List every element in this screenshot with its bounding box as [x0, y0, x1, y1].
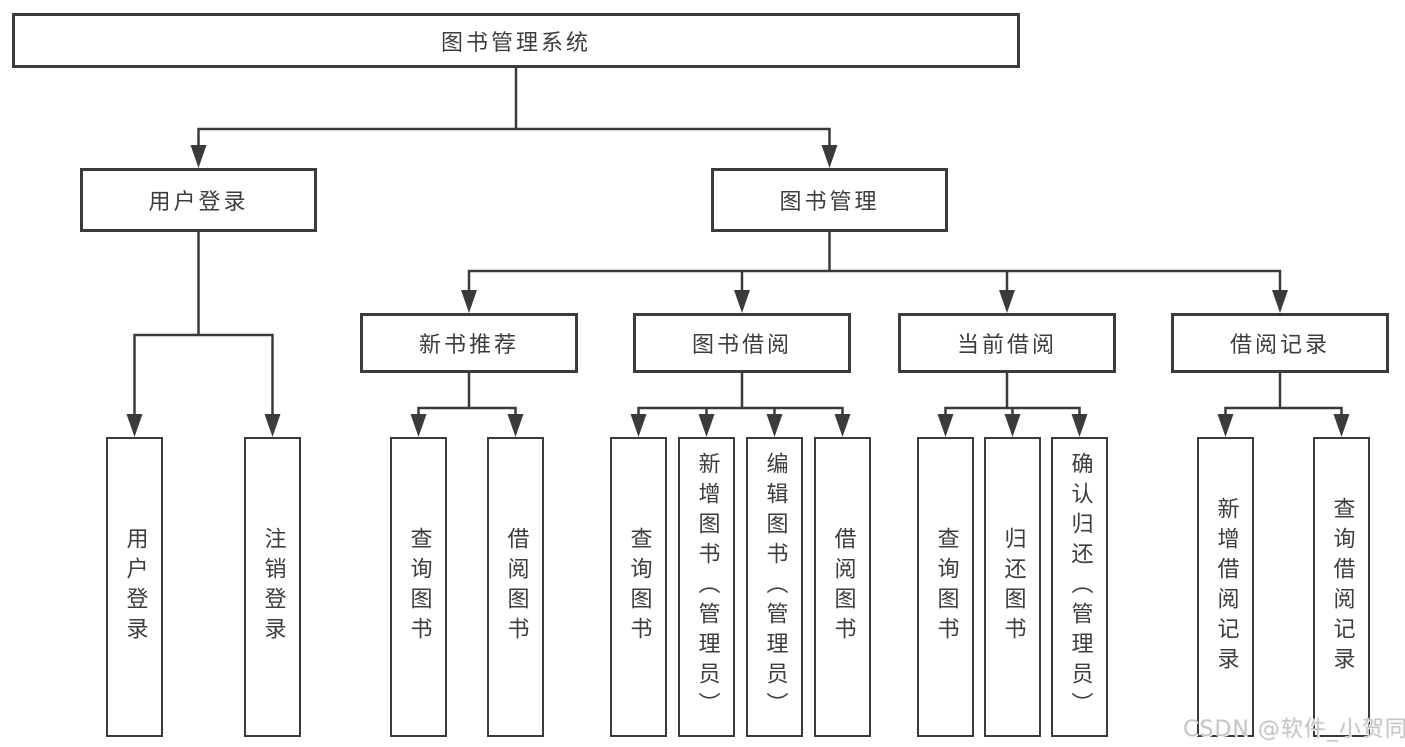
connector-login-to-children	[126, 232, 281, 437]
node-label: 图书借阅	[691, 333, 792, 358]
node-current-borrow: 当前借阅	[898, 313, 1116, 373]
arrowhead-icon	[937, 414, 954, 437]
arrowhead-icon	[190, 145, 207, 168]
node-logout: 注销登录	[244, 437, 301, 737]
node-label: 查询图书	[626, 527, 652, 647]
arrowhead-icon	[410, 414, 427, 437]
node-borrow-books: 借阅图书	[814, 437, 871, 737]
node-label: 新增借阅记录	[1213, 497, 1239, 677]
node-label: 借阅图书	[830, 527, 856, 647]
connector-borrow-to-children	[630, 373, 851, 437]
arrowhead-icon	[630, 414, 647, 437]
node-label: 注销登录	[260, 527, 286, 647]
node-label: 当前借阅	[956, 333, 1057, 358]
arrowhead-icon	[1333, 414, 1350, 437]
arrowhead-icon	[1004, 414, 1021, 437]
node-query-books: 查询图书	[390, 437, 447, 737]
arrowhead-icon	[698, 414, 715, 437]
node-label: 编辑图书（管理员）	[762, 452, 788, 722]
connector-root-to-level2	[190, 68, 838, 168]
node-label: 查询借阅记录	[1329, 497, 1355, 677]
node-label: 借阅图书	[503, 527, 529, 647]
connector-current-to-children	[937, 373, 1088, 437]
node-new-book-recommend: 新书推荐	[360, 313, 578, 373]
arrowhead-icon	[821, 145, 838, 168]
node-book-management: 图书管理	[711, 168, 948, 232]
node-label: 查询图书	[933, 527, 959, 647]
node-add-book-admin: 新增图书（管理员）	[678, 437, 735, 737]
node-label: 借阅记录	[1229, 333, 1330, 358]
node-label: 图书管理	[779, 190, 880, 215]
connector-newbook-to-children	[410, 373, 524, 437]
arrowhead-icon	[1217, 414, 1234, 437]
csdn-watermark: CSDN @软件_小贺同学	[1183, 717, 1405, 742]
node-query-borrow-record: 查询借阅记录	[1313, 437, 1370, 737]
node-root-library-system: 图书管理系统	[12, 13, 1020, 68]
node-label: 新增图书（管理员）	[694, 452, 720, 722]
arrowhead-icon	[834, 414, 851, 437]
node-return-books: 归还图书	[984, 437, 1041, 737]
node-user-login: 用户登录	[80, 168, 317, 232]
node-borrow-books: 借阅图书	[487, 437, 544, 737]
node-borrow-records: 借阅记录	[1171, 313, 1389, 373]
arrowhead-icon	[507, 414, 524, 437]
node-add-borrow-record: 新增借阅记录	[1197, 437, 1254, 737]
node-confirm-return-admin: 确认归还（管理员）	[1051, 437, 1108, 737]
arrowhead-icon	[766, 414, 783, 437]
arrowhead-icon	[264, 414, 281, 437]
node-user-login-leaf: 用户登录	[106, 437, 163, 737]
node-label: 新书推荐	[418, 333, 519, 358]
node-book-borrow: 图书借阅	[633, 313, 851, 373]
arrowhead-icon	[461, 290, 477, 313]
node-query-books: 查询图书	[610, 437, 667, 737]
node-query-books: 查询图书	[917, 437, 974, 737]
node-label: 确认归还（管理员）	[1067, 452, 1093, 722]
arrowhead-icon	[126, 414, 143, 437]
node-label: 归还图书	[1000, 527, 1026, 647]
node-label: 用户登录	[122, 527, 148, 647]
node-label: 用户登录	[148, 190, 249, 215]
node-label: 图书管理系统	[440, 30, 591, 56]
arrowhead-icon	[734, 290, 750, 313]
node-edit-book-admin: 编辑图书（管理员）	[746, 437, 803, 737]
connector-records-to-children	[1217, 373, 1350, 437]
connector-management-to-level3	[461, 232, 1288, 313]
arrowhead-icon	[1071, 414, 1088, 437]
node-label: 查询图书	[406, 527, 432, 647]
arrowhead-icon	[999, 290, 1015, 313]
arrowhead-icon	[1272, 290, 1288, 313]
